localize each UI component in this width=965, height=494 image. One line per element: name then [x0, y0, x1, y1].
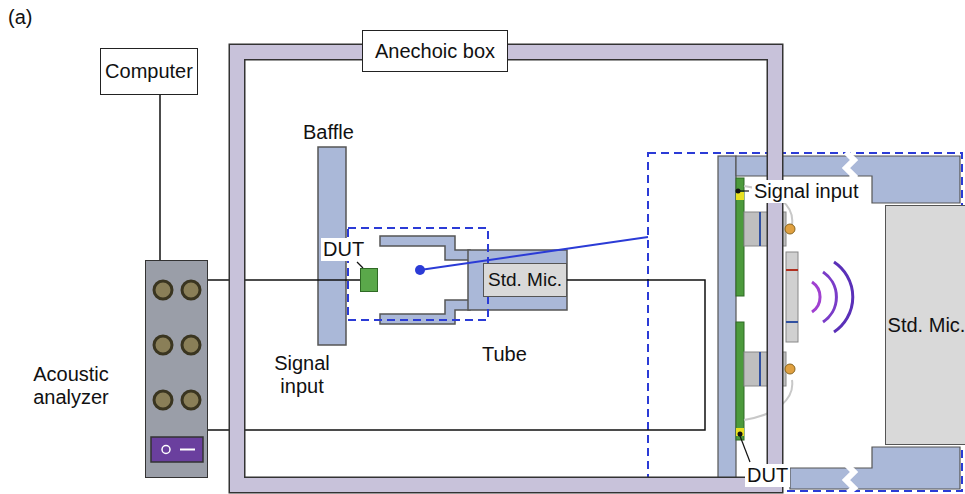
part-name: DUT	[745, 464, 790, 487]
leader-dot	[738, 432, 743, 437]
switch-symbol	[162, 446, 170, 454]
anechoic-box: Anechoic boxDUTStd. Mic.	[230, 45, 782, 492]
dut-box: DUT	[360, 268, 378, 292]
mic-box: Std. Mic.	[885, 205, 965, 445]
pcb	[736, 322, 744, 440]
break-mark	[846, 464, 854, 493]
wire	[208, 280, 705, 430]
node-text: Computer	[105, 60, 193, 83]
wire	[159, 95, 161, 260]
leader-line	[740, 190, 749, 191]
computer-box: Computer	[100, 48, 198, 95]
node-text: Acoustic analyzer	[8, 363, 134, 409]
figure-label: (a)	[8, 6, 32, 29]
node-text: Std. Mic.	[488, 269, 562, 291]
break-mark	[846, 152, 854, 182]
analyzer-body	[145, 260, 208, 478]
zoom-frame	[348, 228, 488, 320]
node-text: DUT	[321, 238, 366, 261]
sound-waves	[812, 262, 853, 332]
pcb	[736, 178, 744, 296]
node-text: Anechoic box	[362, 30, 508, 72]
signal-name: Signal input	[752, 180, 861, 203]
zoom-dot	[415, 265, 425, 275]
power-switch	[151, 437, 203, 462]
leader-line	[740, 436, 750, 462]
housing-wall	[790, 447, 960, 489]
analyzer-box: Acoustic analyzer	[145, 260, 208, 478]
pad	[736, 428, 744, 436]
node-text: Std. Mic.	[888, 314, 965, 337]
tube	[468, 250, 567, 310]
leader-dot	[736, 189, 741, 194]
switch-symbol	[180, 449, 195, 451]
analyzer-jacks	[154, 281, 200, 409]
part-name: Tube	[482, 343, 527, 366]
tube-wall	[380, 236, 470, 260]
edge-label: Signal input	[266, 352, 338, 398]
housing-wall	[718, 156, 736, 489]
part-name: Baffle	[303, 121, 354, 144]
mic-box: Std. Mic.	[483, 263, 567, 297]
